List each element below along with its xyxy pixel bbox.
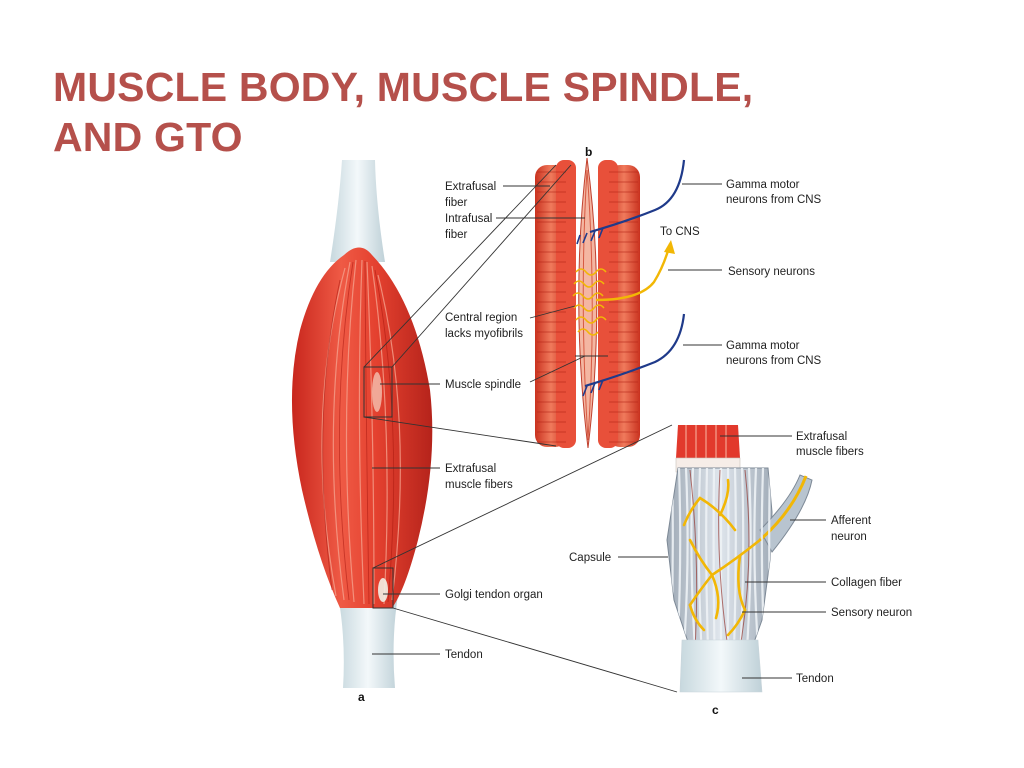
label-golgi-tendon-organ: Golgi tendon organ (445, 589, 543, 601)
panel-label-b: b (585, 145, 592, 159)
muscle-belly (291, 247, 433, 608)
leader-lines (372, 183, 826, 679)
label-sensory-neuron: Sensory neuron (831, 607, 912, 619)
label-sensory-neurons: Sensory neurons (728, 266, 815, 278)
label-tendon-c: Tendon (796, 673, 834, 685)
golgi-tendon-organ-enlarged (666, 425, 813, 693)
label-extrafusal-fiber-1: Extrafusal (445, 181, 496, 193)
label-central-region-1: Central region (445, 312, 517, 324)
label-afferent-neuron-2: neuron (831, 531, 867, 543)
upper-tendon (330, 160, 385, 262)
label-collagen-fiber: Collagen fiber (831, 577, 902, 589)
spindle-location-box (363, 366, 393, 418)
panel-label-c: c (712, 703, 719, 717)
zoom-lines (363, 164, 678, 693)
afferent-neuron (759, 475, 808, 542)
central-region (572, 268, 607, 336)
sensory-neuron-spindle (595, 243, 672, 302)
label-extrafusal-muscle-fibers-c-1: Extrafusal (796, 431, 847, 443)
slide-title-line-2: AND GTO (53, 114, 243, 160)
spindle-capsule (578, 157, 598, 449)
gamma-motor-neuron-bottom (584, 313, 686, 388)
collagen-strand (682, 468, 689, 648)
slide-title-line-1: MUSCLE BODY, MUSCLE SPINDLE, (53, 64, 754, 110)
label-extrafusal-muscle-fibers-a-2: muscle fibers (445, 479, 513, 491)
collagen-strand (712, 468, 716, 648)
label-extrafusal-muscle-fibers-a-1: Extrafusal (445, 463, 496, 475)
label-to-cns: To CNS (660, 226, 700, 238)
label-extrafusal-fiber-2: fiber (445, 197, 468, 209)
label-capsule: Capsule (569, 552, 611, 564)
label-gamma-top-1: Gamma motor (726, 179, 800, 191)
label-gamma-bottom-2: neurons from CNS (726, 355, 822, 367)
muscle-body (291, 160, 433, 688)
panel-label-a: a (358, 690, 365, 704)
label-tendon-a: Tendon (445, 649, 483, 661)
collagen-strand (753, 468, 760, 648)
gamma-motor-neuron-top (589, 159, 686, 234)
label-muscle-spindle: Muscle spindle (445, 379, 521, 391)
collagen-strand (705, 468, 710, 648)
label-gamma-top-2: neurons from CNS (726, 194, 822, 206)
label-intrafusal-fiber-1: Intrafusal (445, 213, 492, 225)
label-central-region-2: lacks myofibrils (445, 328, 523, 340)
label-afferent-neuron-1: Afferent (831, 515, 872, 527)
muscle-spindle-enlarged (535, 157, 686, 449)
label-gamma-bottom-1: Gamma motor (726, 340, 800, 352)
gto-location-box (372, 567, 394, 609)
label-intrafusal-fiber-2: fiber (445, 229, 468, 241)
collagen-strand (739, 468, 745, 648)
sensory-neuron-endings (682, 478, 762, 637)
slide-title: MUSCLE BODY, MUSCLE SPINDLE, AND GTO (53, 62, 753, 162)
collagen-strand (745, 468, 752, 648)
label-extrafusal-muscle-fibers-c-2: muscle fibers (796, 446, 864, 458)
lower-tendon (338, 595, 398, 688)
